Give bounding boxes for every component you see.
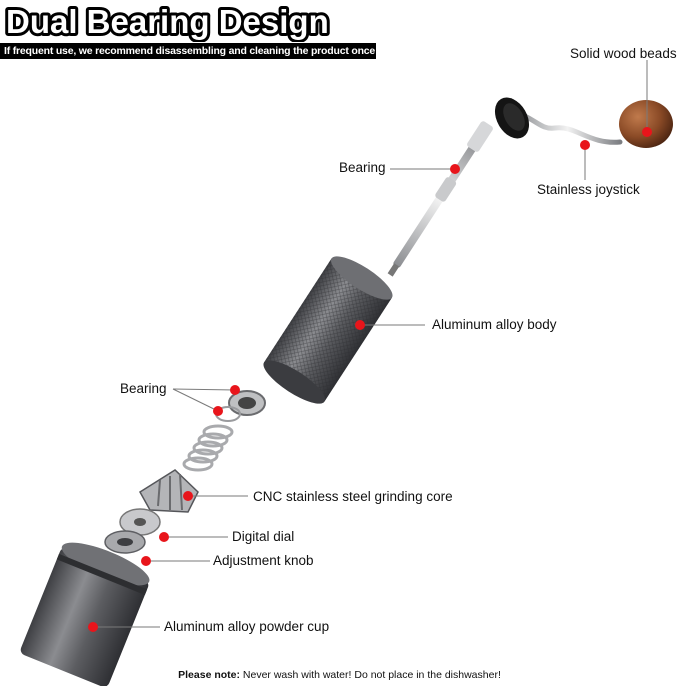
subtitle-bar: If frequent use, we recommend disassembl… xyxy=(0,43,376,59)
spring xyxy=(182,424,234,472)
care-note: Please note: Never wash with water! Do n… xyxy=(0,669,679,681)
label-joystick: Stainless joystick xyxy=(537,182,640,197)
marker-bearing-bottom-1 xyxy=(230,385,240,395)
label-digital-dial: Digital dial xyxy=(232,529,295,544)
label-body: Aluminum alloy body xyxy=(432,317,557,332)
crank-handle xyxy=(494,97,673,148)
marker-grinding-core xyxy=(183,491,193,501)
aluminum-body xyxy=(263,256,393,404)
label-wood-beads: Solid wood beads xyxy=(570,46,677,61)
note-text: Never wash with water! Do not place in t… xyxy=(239,669,501,681)
leader-lines xyxy=(93,60,648,628)
powder-cup xyxy=(20,542,150,686)
grinding-core xyxy=(138,469,199,513)
marker-powder-cup xyxy=(88,622,98,632)
marker-adjustment-knob xyxy=(141,556,151,566)
markers xyxy=(88,127,652,632)
marker-wood-beads xyxy=(642,127,652,137)
subtitle-text: If frequent use, we recommend disassembl… xyxy=(4,45,376,57)
label-adjustment-knob: Adjustment knob xyxy=(213,553,314,568)
note-prefix: Please note: xyxy=(178,669,240,681)
marker-bearing-top xyxy=(450,164,460,174)
wood-bead xyxy=(619,100,673,148)
marker-joystick xyxy=(580,140,590,150)
label-bearing-top: Bearing xyxy=(339,160,386,175)
title-text: Dual Bearing Design xyxy=(6,3,329,40)
label-powder-cup: Aluminum alloy powder cup xyxy=(164,619,330,634)
adjustment-knob xyxy=(104,530,146,554)
shaft xyxy=(387,121,493,277)
marker-digital-dial xyxy=(159,532,169,542)
label-grinding-core: CNC stainless steel grinding core xyxy=(253,489,453,504)
label-bearing-bottom: Bearing xyxy=(120,381,167,396)
bearing-ring xyxy=(215,390,266,422)
marker-body xyxy=(355,320,365,330)
marker-bearing-bottom-2 xyxy=(213,406,223,416)
page-title: Dual Bearing Design xyxy=(4,0,332,42)
